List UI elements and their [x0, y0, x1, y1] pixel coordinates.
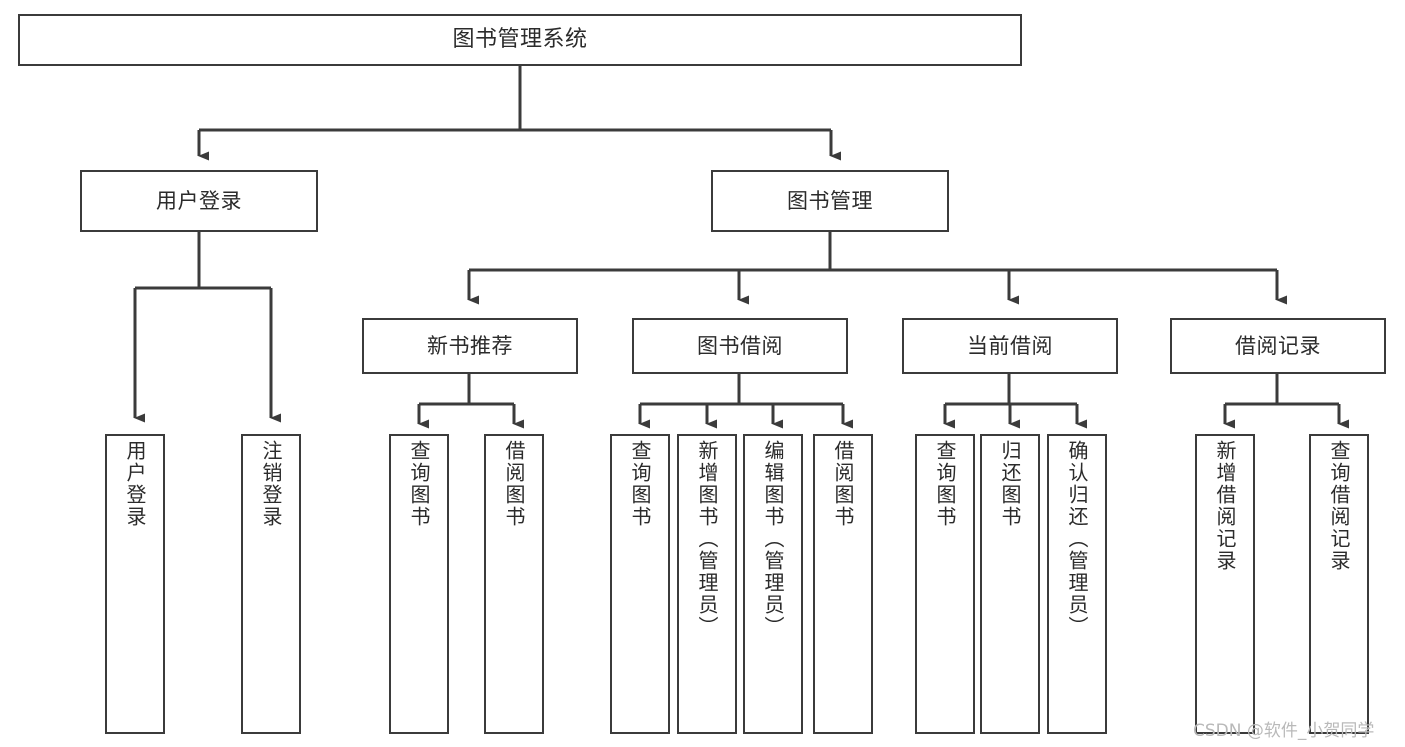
node-label: 借阅图书 — [831, 440, 855, 528]
node-new-book-recommendation[interactable]: 新书推荐 — [362, 318, 578, 374]
watermark: CSDN @软件_小贺同学 — [1193, 721, 1375, 741]
node-label: 查询借阅记录 — [1327, 440, 1351, 572]
node-label: 图书管理 — [787, 188, 873, 213]
node-label: 新增借阅记录 — [1213, 440, 1237, 572]
node-label: 借阅图书 — [502, 440, 526, 528]
leaf-query-book-current[interactable]: 查询图书 — [915, 434, 975, 734]
node-label: 新书推荐 — [427, 333, 513, 358]
leaf-add-book-admin[interactable]: 新增图书（管理员） — [677, 434, 737, 734]
node-book-management[interactable]: 图书管理 — [711, 170, 949, 232]
node-book-borrowing[interactable]: 图书借阅 — [632, 318, 848, 374]
node-label: 借阅记录 — [1235, 333, 1321, 358]
node-label: 图书管理系统 — [452, 27, 588, 53]
node-label: 查询图书 — [628, 440, 652, 528]
leaf-borrow-book-recommendation[interactable]: 借阅图书 — [484, 434, 544, 734]
leaf-add-borrowing-record[interactable]: 新增借阅记录 — [1195, 434, 1255, 734]
node-label: 新增图书（管理员） — [695, 440, 719, 638]
node-label: 图书借阅 — [697, 333, 783, 358]
node-label: 当前借阅 — [967, 333, 1053, 358]
node-label: 用户登录 — [123, 440, 147, 528]
leaf-return-book[interactable]: 归还图书 — [980, 434, 1040, 734]
node-label: 查询图书 — [407, 440, 431, 528]
node-root-book-management-system[interactable]: 图书管理系统 — [18, 14, 1022, 66]
node-label: 编辑图书（管理员） — [761, 440, 785, 638]
node-label: 归还图书 — [998, 440, 1022, 528]
node-current-borrowing[interactable]: 当前借阅 — [902, 318, 1118, 374]
node-label: 用户登录 — [156, 188, 242, 213]
leaf-query-book-borrowing[interactable]: 查询图书 — [610, 434, 670, 734]
node-label: 注销登录 — [259, 440, 283, 528]
node-user-login[interactable]: 用户登录 — [80, 170, 318, 232]
leaf-confirm-return-admin[interactable]: 确认归还（管理员） — [1047, 434, 1107, 734]
leaf-query-book-recommendation[interactable]: 查询图书 — [389, 434, 449, 734]
leaf-logout[interactable]: 注销登录 — [241, 434, 301, 734]
node-label: 查询图书 — [933, 440, 957, 528]
leaf-user-login[interactable]: 用户登录 — [105, 434, 165, 734]
node-label: 确认归还（管理员） — [1065, 440, 1089, 638]
node-borrowing-record[interactable]: 借阅记录 — [1170, 318, 1386, 374]
leaf-borrow-book-borrowing[interactable]: 借阅图书 — [813, 434, 873, 734]
leaf-edit-book-admin[interactable]: 编辑图书（管理员） — [743, 434, 803, 734]
leaf-query-borrowing-record[interactable]: 查询借阅记录 — [1309, 434, 1369, 734]
